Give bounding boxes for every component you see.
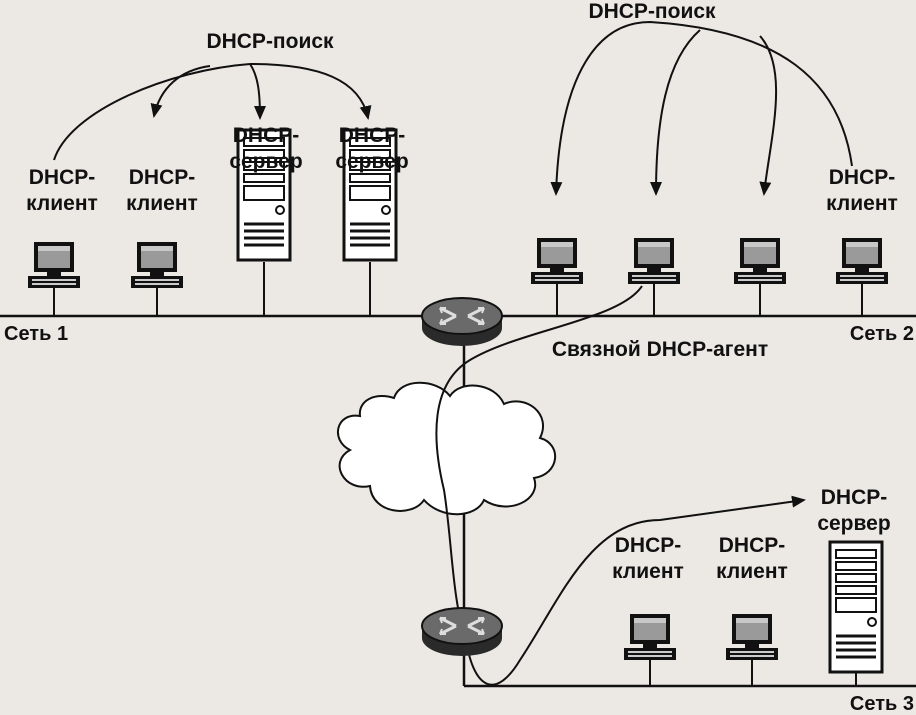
device-drops-top — [53, 262, 863, 316]
net3-client-a-pc — [624, 614, 676, 660]
wan-cloud — [337, 381, 557, 516]
router-bottom — [420, 606, 504, 658]
net2-client-label-1: DHCP- — [829, 166, 896, 189]
net3-server — [828, 540, 884, 674]
relay-agent-label: Связной DHCP-агент — [552, 338, 768, 361]
net3-client-b-label-2: клиент — [716, 560, 788, 583]
net1-server-a-label-1: DHCP- — [233, 124, 300, 147]
net1-client-a-label-1: DHCP- — [29, 166, 96, 189]
net1-client-a-pc — [28, 242, 80, 288]
net1-server-a-label-2: сервер — [229, 150, 302, 173]
net1-server-b-label-2: сервер — [335, 150, 408, 173]
discover-label-net2: DHCP-поиск — [588, 0, 716, 23]
net1-server-b-label-1: DHCP- — [339, 124, 406, 147]
net3-client-a-label-2: клиент — [612, 560, 684, 583]
network-3-label: Сеть 3 — [850, 693, 914, 715]
net1-client-a-label-2: клиент — [26, 192, 98, 215]
router-top — [420, 296, 504, 348]
discover-label-net1: DHCP-поиск — [206, 30, 334, 53]
discover-arrows-net1 — [53, 63, 372, 161]
net3-client-b-pc — [726, 614, 778, 660]
net3-client-b-label-1: DHCP- — [719, 534, 786, 557]
discover-arrows-net2 — [550, 20, 853, 196]
net3-client-a-label-1: DHCP- — [615, 534, 682, 557]
network-2-label: Сеть 2 — [850, 323, 914, 345]
net1-client-b-label-2: клиент — [126, 192, 198, 215]
net2-pc-1 — [531, 238, 583, 284]
net1-client-b-label-1: DHCP- — [129, 166, 196, 189]
net1-client-b-pc — [131, 242, 183, 288]
net2-client-label-2: клиент — [826, 192, 898, 215]
net2-pc-2 — [628, 238, 680, 284]
device-drops-bottom — [649, 660, 857, 686]
net3-server-label-2: сервер — [817, 512, 890, 535]
relay-path — [435, 285, 806, 686]
net2-client-pc — [836, 238, 888, 284]
network-1-label: Сеть 1 — [4, 323, 68, 345]
net2-pc-3 — [734, 238, 786, 284]
net3-server-label-1: DHCP- — [821, 486, 888, 509]
